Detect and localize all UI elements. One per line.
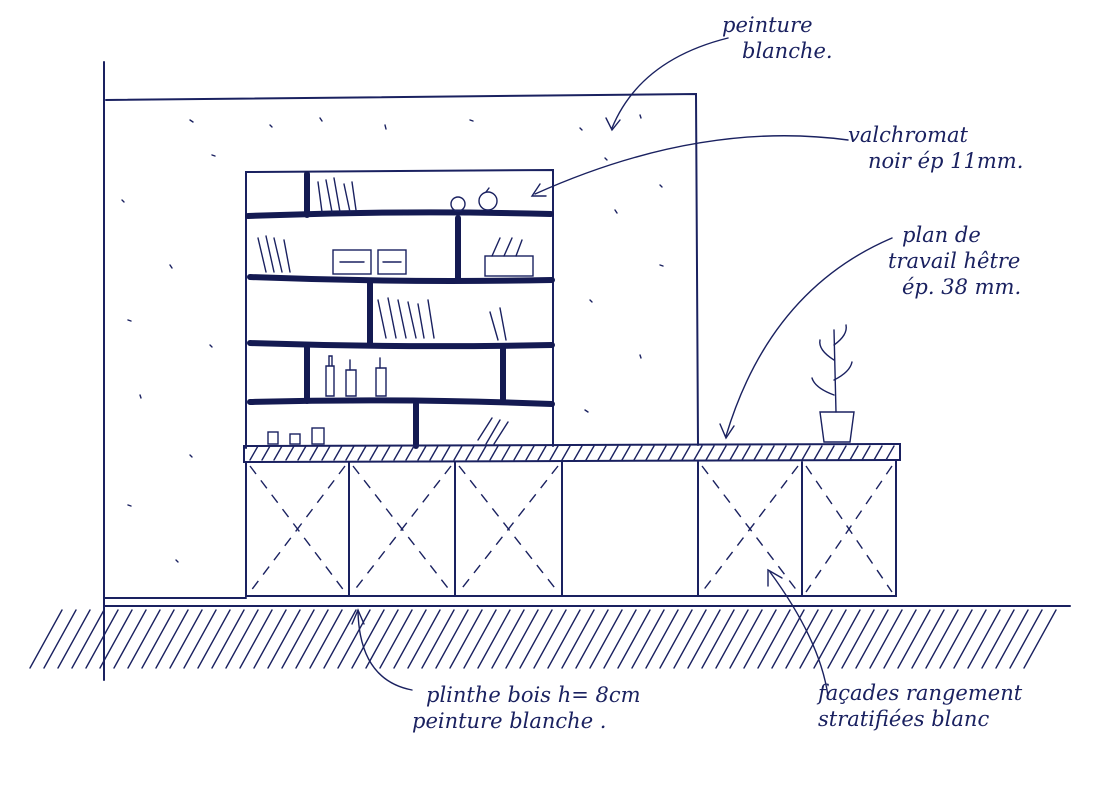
- arrow-wall-paint: [611, 37, 729, 129]
- annotation-worktop-line1: plan de: [902, 223, 981, 247]
- annotation-plinth: plinthe bois h= 8cm peinture blanche .: [412, 682, 641, 734]
- annotation-worktop: plan de travail hêtre ép. 38 mm.: [888, 222, 1021, 300]
- arrow-facades: [769, 571, 829, 697]
- annotation-worktop-line2: travail hêtre: [888, 249, 1021, 273]
- annotation-facades-line1: façades rangement: [818, 681, 1023, 705]
- wall-texture: [121, 114, 664, 563]
- annotation-shelves-line1: valchromat: [848, 123, 968, 147]
- door-diagonals: [249, 465, 893, 593]
- arrow-shelves: [534, 135, 849, 195]
- arrow-plinth: [357, 611, 413, 691]
- plinth: [103, 597, 1071, 607]
- lower-cabinets: [245, 459, 897, 597]
- bookcase-frame: [245, 168, 554, 449]
- shelves: [245, 209, 555, 407]
- annotation-wall-paint-line2: blanche.: [742, 39, 833, 63]
- worktop: [243, 442, 901, 464]
- annotation-facades: façades rangement stratifiées blanc: [818, 680, 1022, 732]
- arrow-worktop: [725, 237, 893, 437]
- annotation-facades-line2: stratifiées blanc: [818, 707, 990, 731]
- shelf-objects: [257, 177, 534, 445]
- annotation-worktop-line3: ép. 38 mm.: [902, 275, 1022, 299]
- shelf-dividers: [304, 171, 506, 449]
- annotation-shelves-line2: noir ép 11mm.: [868, 149, 1024, 173]
- annotation-wall-paint-line1: peinture: [722, 13, 813, 37]
- leader-arrows: [351, 37, 893, 697]
- annotation-plinth-line2: peinture blanche .: [412, 709, 607, 733]
- annotation-plinth-line1: plinthe bois h= 8cm: [426, 683, 641, 707]
- plant: [811, 324, 855, 443]
- wall-outline: [105, 92, 699, 446]
- floor-hatch: [29, 609, 1057, 669]
- annotation-shelves: valchromat noir ép 11mm.: [848, 122, 1023, 174]
- annotation-wall-paint: peinture blanche.: [722, 12, 833, 64]
